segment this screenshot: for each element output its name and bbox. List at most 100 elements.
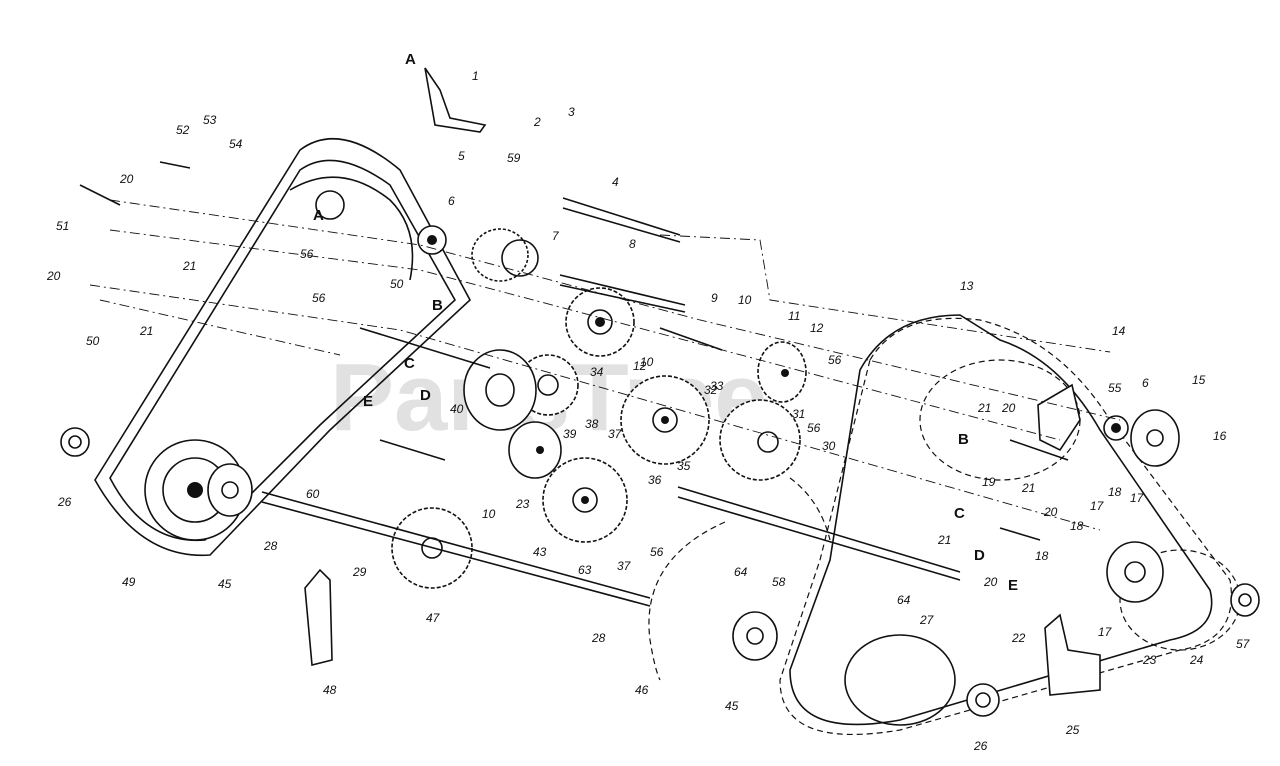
label-15: 15	[1192, 373, 1206, 387]
label-22: 22	[1011, 631, 1026, 645]
label-18c: 18	[1035, 549, 1049, 563]
label-50b: 50	[86, 334, 100, 348]
chain-46	[648, 477, 831, 681]
label-20c: 20	[1001, 401, 1016, 415]
label-37a: 37	[608, 427, 623, 441]
label-39: 39	[563, 427, 577, 441]
label-18a: 18	[1108, 485, 1122, 499]
label-33: 33	[710, 379, 724, 393]
label-56c: 56	[828, 353, 842, 367]
label-30: 30	[822, 439, 836, 453]
label-35: 35	[677, 459, 691, 473]
hub-40	[463, 349, 537, 431]
hub-23-left	[508, 421, 562, 479]
label-37b: 37	[617, 559, 632, 573]
sprocket-36	[620, 375, 710, 465]
label-23a: 23	[515, 497, 530, 511]
label-5: 5	[458, 149, 465, 163]
label-2: 2	[533, 115, 541, 129]
label-10a: 10	[738, 293, 752, 307]
label-52: 52	[176, 123, 190, 137]
label-64b: 64	[897, 593, 911, 607]
label-21a: 21	[182, 259, 196, 273]
label-21d: 21	[1021, 481, 1035, 495]
label-20e: 20	[983, 575, 998, 589]
collar-57	[1230, 583, 1260, 617]
bracket-25	[1044, 613, 1101, 696]
label-29: 29	[352, 565, 367, 579]
label-19: 19	[982, 475, 996, 489]
label-20b: 20	[46, 269, 61, 283]
label-28a: 28	[263, 539, 278, 553]
label-6b: 6	[1142, 376, 1149, 390]
label-45a: 45	[218, 577, 232, 591]
label-59: 59	[507, 151, 521, 165]
label-8: 8	[629, 237, 636, 251]
callout-A-case: A	[313, 207, 324, 224]
label-47: 47	[426, 611, 441, 625]
label-56a: 56	[300, 247, 314, 261]
bearing-6-right	[1103, 415, 1129, 441]
label-13: 13	[960, 279, 974, 293]
label-64a: 64	[734, 565, 748, 579]
label-1: 1	[472, 69, 479, 83]
label-56d: 56	[807, 421, 821, 435]
label-27: 27	[919, 613, 935, 627]
sprocket-31	[719, 399, 801, 481]
shafts	[79, 161, 1069, 607]
label-60: 60	[306, 487, 320, 501]
bracket-48	[304, 568, 333, 667]
callout-E-case: E	[363, 393, 373, 410]
label-21e: 21	[937, 533, 951, 547]
label-48: 48	[323, 683, 337, 697]
label-10b: 10	[640, 355, 654, 369]
callout-C-right: C	[954, 505, 965, 522]
right-chain-case	[779, 314, 1241, 736]
collar-26-left	[60, 427, 90, 457]
callout-D-right: D	[974, 547, 985, 564]
callout-C-case: C	[404, 355, 415, 372]
label-58: 58	[772, 575, 786, 589]
label-46: 46	[635, 683, 649, 697]
label-28b: 28	[591, 631, 606, 645]
label-57: 57	[1236, 637, 1251, 651]
label-11: 11	[788, 309, 800, 323]
callout-B-right: B	[958, 431, 969, 448]
label-4: 4	[612, 175, 619, 189]
label-20d: 20	[1043, 505, 1058, 519]
hub-23-right	[1106, 541, 1164, 603]
label-12a: 12	[810, 321, 824, 335]
label-25: 25	[1065, 723, 1080, 737]
label-54: 54	[229, 137, 243, 151]
label-20a: 20	[119, 172, 134, 186]
label-17a: 17	[1130, 491, 1145, 505]
label-26b: 26	[973, 739, 988, 753]
label-26a: 26	[57, 495, 72, 509]
callout-D-case: D	[420, 387, 431, 404]
label-9: 9	[711, 291, 718, 305]
label-10c: 10	[482, 507, 496, 521]
label-23b: 23	[1142, 653, 1157, 667]
sprocket-11	[757, 341, 807, 403]
label-63: 63	[578, 563, 592, 577]
label-24: 24	[1189, 653, 1204, 667]
label-36: 36	[648, 473, 662, 487]
callout-E-right: E	[1008, 577, 1018, 594]
label-49: 49	[122, 575, 136, 589]
label-34: 34	[590, 365, 604, 379]
label-6a: 6	[448, 194, 455, 208]
leader-lines	[89, 199, 1121, 531]
label-14: 14	[1112, 324, 1126, 338]
label-56b: 56	[312, 291, 326, 305]
label-53: 53	[203, 113, 217, 127]
label-56e: 56	[650, 545, 664, 559]
hub-45-left	[207, 463, 253, 517]
sprocket-43	[542, 457, 628, 543]
sprocket-12-upper	[565, 287, 635, 357]
callout-A-top: A	[405, 51, 416, 68]
label-45b: 45	[725, 699, 739, 713]
label-51: 51	[56, 219, 69, 233]
label-32: 32	[704, 383, 718, 397]
collar-26-bottom	[966, 683, 1000, 717]
